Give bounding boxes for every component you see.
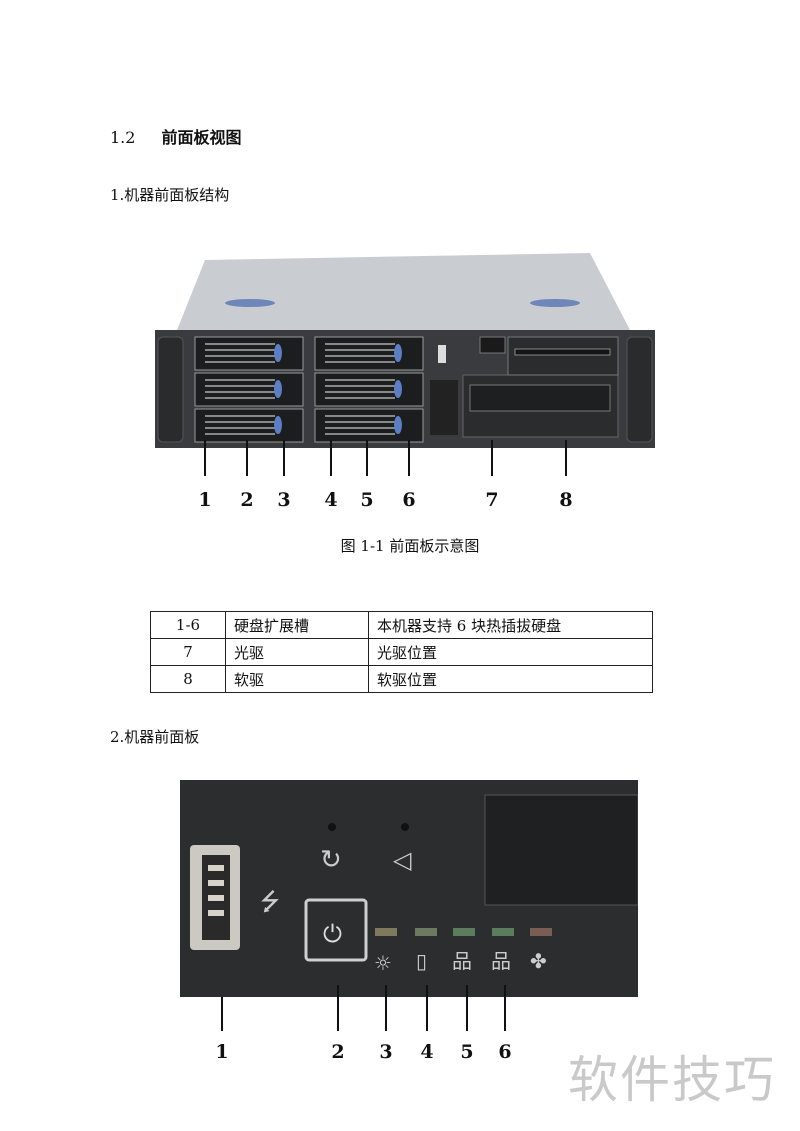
cell: 光驱位置	[368, 638, 653, 666]
drive-latch	[394, 380, 402, 398]
svg-text:✤: ✤	[530, 949, 547, 973]
svg-text:▯: ▯	[416, 949, 427, 973]
svg-text:◁: ◁	[393, 846, 412, 874]
callout-8: 8	[559, 489, 573, 511]
cell: 8	[150, 665, 226, 693]
callout-3: 3	[277, 489, 291, 511]
cell: 本机器支持 6 块热插拔硬盘	[368, 611, 653, 639]
subheading-panel: 2.机器前面板	[110, 728, 200, 746]
callout-lines-figure1	[204, 440, 567, 476]
callout-2: 2	[240, 489, 254, 511]
callout-4: 4	[324, 489, 338, 511]
drive-latch	[394, 416, 402, 434]
cell: 软驱	[225, 665, 369, 693]
watermark: 软件技巧	[568, 1051, 776, 1109]
panel-callout-3: 3	[379, 1041, 393, 1063]
callout-1: 1	[198, 489, 212, 511]
callout-7: 7	[485, 489, 499, 511]
drive-bay	[194, 372, 304, 407]
cell: 光驱	[225, 638, 369, 666]
section-title: 前面板视图	[161, 128, 242, 147]
figure-caption: 图 1-1 前面板示意图	[340, 537, 480, 555]
svg-text:品: 品	[452, 949, 472, 973]
panel-callout-5: 5	[460, 1041, 474, 1063]
drive-bay	[194, 336, 304, 371]
drive-bay	[314, 372, 424, 407]
panel-callout-4: 4	[420, 1041, 434, 1063]
drive-latch	[274, 416, 282, 434]
drive-bay	[314, 408, 424, 443]
control-panel-illustration: ⭍ ↻ ◁ ⏻ ☼ ▯ 品品 ✤	[180, 780, 638, 997]
panel-callout-6: 6	[498, 1041, 512, 1063]
drive-latch	[394, 344, 402, 362]
svg-text:品: 品	[491, 949, 511, 973]
server-front-illustration	[155, 253, 655, 448]
callout-6: 6	[402, 489, 416, 511]
svg-text:⏻: ⏻	[323, 920, 342, 948]
section-heading: 1.2 前面板视图	[110, 124, 241, 148]
section-number: 1.2	[110, 128, 136, 147]
cell: 7	[150, 638, 226, 666]
cell: 1-6	[150, 611, 226, 639]
subheading-structure: 1.机器前面板结构	[110, 186, 230, 204]
panel-callout-1: 1	[215, 1041, 229, 1063]
svg-text:↻: ↻	[320, 845, 342, 875]
svg-text:⭍: ⭍	[260, 888, 280, 916]
callout-lines-figure2	[221, 985, 506, 1031]
drive-bay	[194, 408, 304, 443]
svg-text:☼: ☼	[374, 951, 392, 975]
panel-callout-2: 2	[331, 1041, 345, 1063]
cell: 软驱位置	[368, 665, 653, 693]
drive-latch	[274, 344, 282, 362]
drive-bay	[314, 336, 424, 371]
cell: 硬盘扩展槽	[225, 611, 369, 639]
drive-latch	[274, 380, 282, 398]
callout-5: 5	[360, 489, 374, 511]
